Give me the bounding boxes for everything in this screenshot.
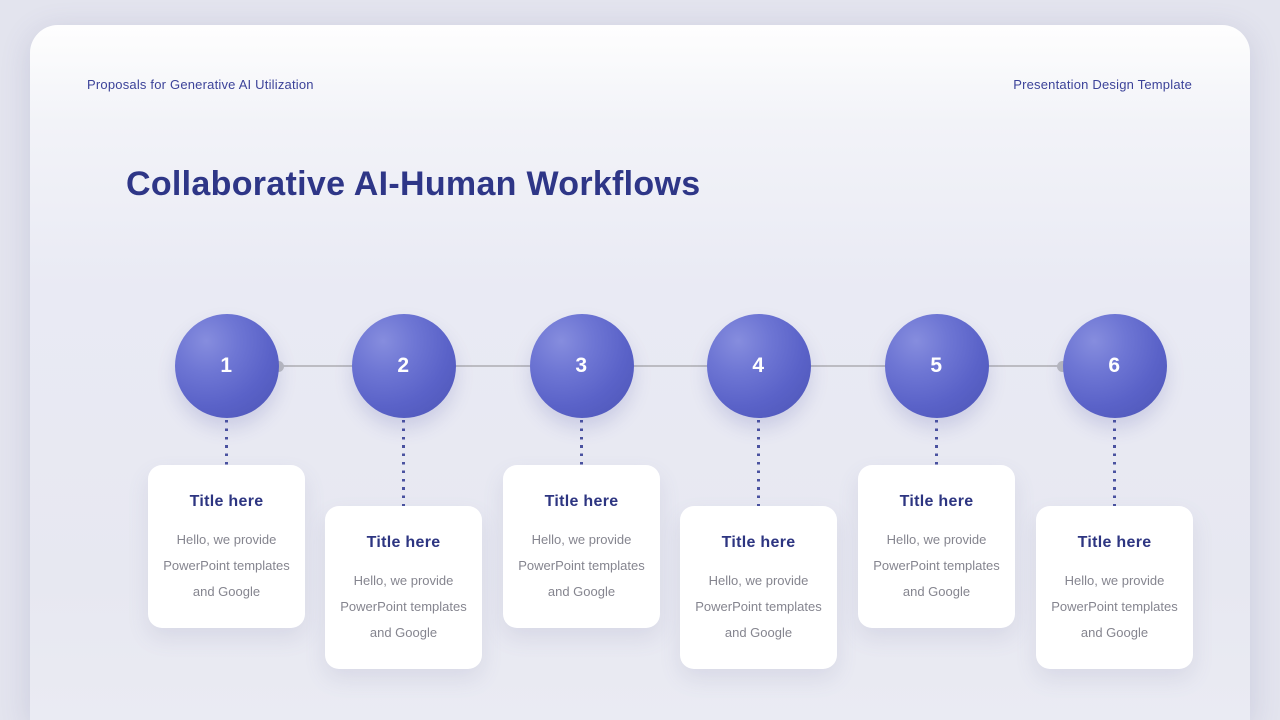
step-dotted-connector	[935, 420, 938, 465]
step-number: 3	[575, 354, 588, 377]
step-card-title: Title here	[189, 493, 264, 510]
step-dotted-connector	[402, 420, 405, 506]
step-card: Title here Hello, we provide PowerPoint …	[1036, 506, 1193, 669]
page-title: Collaborative AI-Human Workflows	[126, 165, 701, 203]
step-card-body: Hello, we provide PowerPoint templates a…	[518, 532, 645, 599]
step-card: Title here Hello, we provide PowerPoint …	[148, 465, 305, 628]
step-circle-5: 5	[884, 314, 989, 418]
header-right-label: Presentation Design Template	[1013, 77, 1192, 92]
timeline-step-5: 5 Title here Hello, we provide PowerPoin…	[858, 314, 1015, 628]
step-card: Title here Hello, we provide PowerPoint …	[503, 465, 660, 628]
step-dotted-connector	[225, 420, 228, 465]
header-left-label: Proposals for Generative AI Utilization	[87, 77, 314, 92]
step-card-body: Hello, we provide PowerPoint templates a…	[163, 532, 290, 599]
step-card-body: Hello, we provide PowerPoint templates a…	[1051, 573, 1178, 640]
step-card-title: Title here	[899, 493, 974, 510]
step-card: Title here Hello, we provide PowerPoint …	[858, 465, 1015, 628]
step-card-title: Title here	[544, 493, 619, 510]
step-circle-3: 3	[529, 314, 634, 418]
step-number: 4	[752, 354, 765, 377]
step-number: 6	[1108, 354, 1121, 377]
timeline-step-6: 6 Title here Hello, we provide PowerPoin…	[1036, 314, 1193, 669]
step-number: 1	[220, 354, 233, 377]
step-dotted-connector	[757, 420, 760, 506]
step-card-title: Title here	[721, 534, 796, 551]
step-dotted-connector	[1113, 420, 1116, 506]
timeline-endpoint-dot-right	[1056, 360, 1068, 372]
step-circle-4: 4	[706, 314, 811, 418]
step-card: Title here Hello, we provide PowerPoint …	[325, 506, 482, 669]
step-card-body: Hello, we provide PowerPoint templates a…	[695, 573, 822, 640]
step-card-title: Title here	[1077, 534, 1152, 551]
step-card-body: Hello, we provide PowerPoint templates a…	[873, 532, 1000, 599]
timeline-step-3: 3 Title here Hello, we provide PowerPoin…	[503, 314, 660, 628]
slide-panel: Proposals for Generative AI Utilization …	[30, 25, 1250, 720]
timeline-step-2: 2 Title here Hello, we provide PowerPoin…	[325, 314, 482, 669]
step-dotted-connector	[580, 420, 583, 465]
step-card-title: Title here	[366, 534, 441, 551]
step-circle-6: 6	[1062, 314, 1167, 418]
step-number: 2	[397, 354, 410, 377]
timeline-step-4: 4 Title here Hello, we provide PowerPoin…	[680, 314, 837, 669]
timeline-step-1: 1 Title here Hello, we provide PowerPoin…	[148, 314, 305, 628]
timeline-connector-line	[278, 365, 1062, 367]
step-card-body: Hello, we provide PowerPoint templates a…	[340, 573, 467, 640]
step-circle-1: 1	[174, 314, 279, 418]
step-card: Title here Hello, we provide PowerPoint …	[680, 506, 837, 669]
step-number: 5	[930, 354, 943, 377]
step-circle-2: 2	[351, 314, 456, 418]
